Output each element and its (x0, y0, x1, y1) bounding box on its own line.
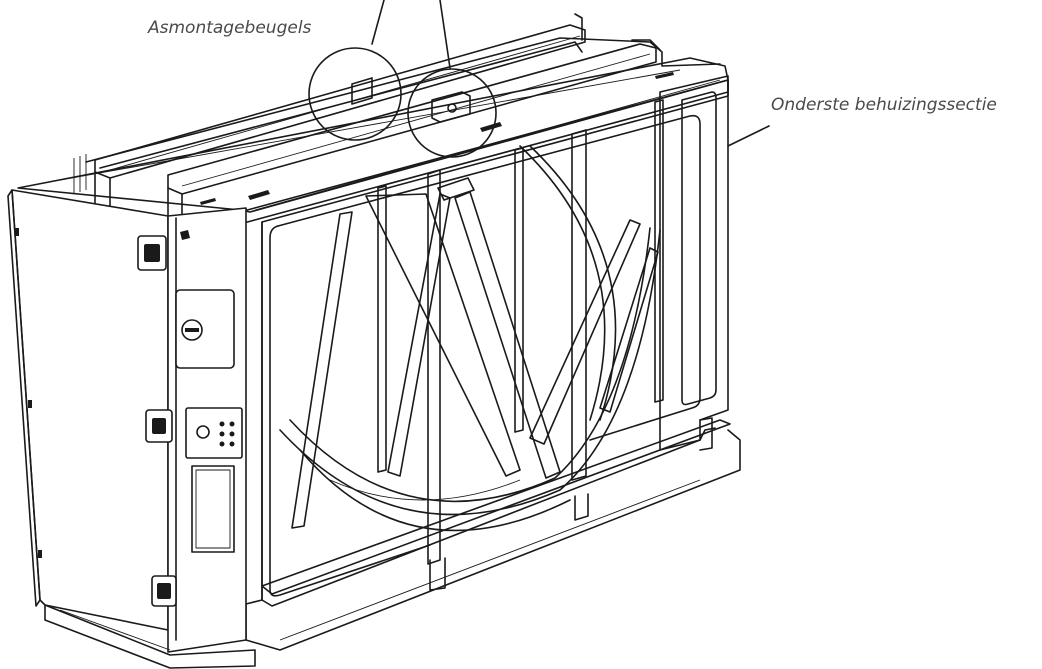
service-panel (191, 465, 235, 553)
callout-circle-bracket-right (407, 68, 497, 158)
main-switch-box (175, 230, 235, 369)
back-frame (85, 13, 721, 169)
callout-circle-bracket-left (308, 47, 402, 141)
control-keypad (185, 407, 243, 459)
leader-line-section (727, 125, 770, 147)
top-rails (73, 24, 657, 219)
front-frame (239, 79, 741, 651)
leader-line-right (439, 0, 451, 69)
rotor-curves (279, 145, 661, 532)
door-handles (137, 235, 177, 607)
vertical-posts (377, 99, 664, 565)
bottom-rails (261, 419, 731, 595)
right-end-frame (659, 75, 729, 451)
label-shaft-brackets: Asmontagebeugels (148, 18, 312, 38)
leader-line-left (371, 0, 385, 45)
label-lower-housing-section: Onderste behuizingssectie (771, 95, 997, 115)
callout-marks (308, 0, 770, 158)
door-hinges (15, 228, 42, 558)
